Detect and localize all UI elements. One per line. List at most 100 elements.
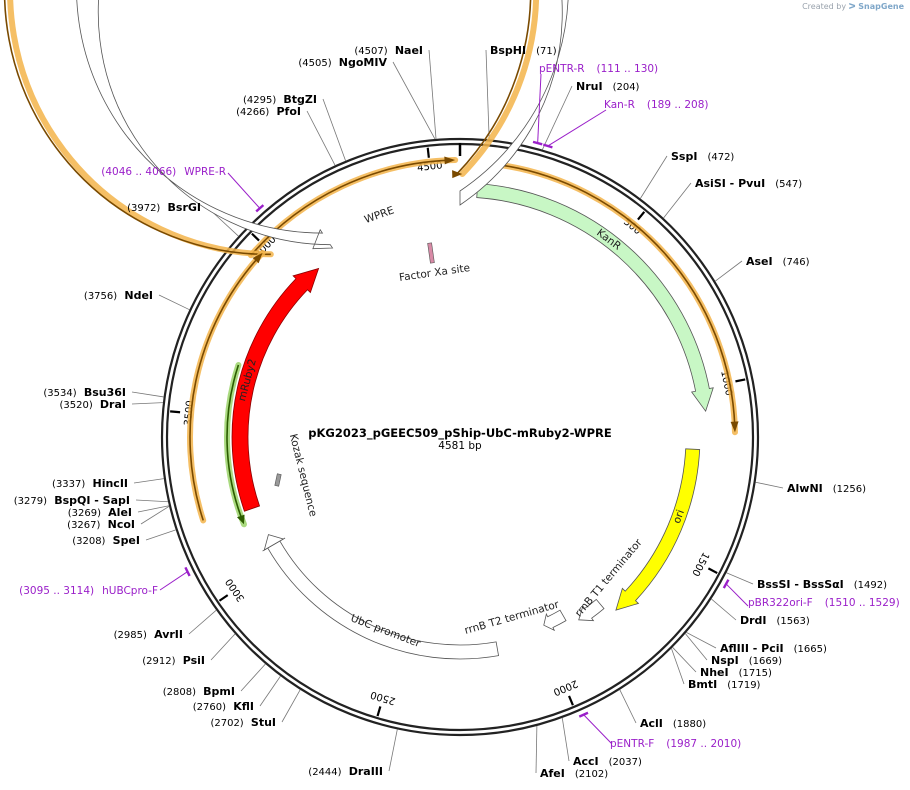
tick-2500 [376,706,382,717]
enzyme-draiii[interactable]: (2444) DraIII [308,765,383,778]
enzyme-alei[interactable]: (3269) AleI [68,506,132,519]
tick-label-2000: 2000 [551,677,579,697]
enzyme-kfli[interactable]: (2760) KflI [193,700,254,713]
primer-name: Kan-R [604,99,635,111]
primer-pentr-f[interactable]: pENTR-F(1987 .. 2010) [578,711,741,750]
enzyme-btgzi[interactable]: (4295) BtgZI [243,93,317,106]
primer-name: pBR322ori-F [748,597,813,609]
feature-factor-xa[interactable]: Factor Xa site [398,242,471,284]
enzyme-ngomiv[interactable]: (4505) NgoMIV [298,56,387,69]
enzyme-position: (1715) [739,668,772,679]
kanr-arrow [476,183,714,413]
enzyme-naei[interactable]: (4507) NaeI [354,44,423,57]
feature-kanr[interactable]: KanR [476,183,714,413]
enzyme-position: (3267) [67,520,103,531]
enzyme-position: (4507) [354,46,390,57]
enzyme-nhei[interactable]: NheI(1715) [700,666,772,679]
enzyme-ncoi[interactable]: (3267) NcoI [67,518,135,531]
feature-rrnb-t1[interactable]: rrnB T1 terminator [573,536,645,622]
enzyme-stui[interactable]: (2702) StuI [210,716,276,729]
enzyme-bspqi-sapi[interactable]: (3279) BspQI - SapI [14,494,130,507]
enzyme-bmti[interactable]: BmtI(1719) [688,678,761,691]
ubc-head [263,534,285,551]
enzyme-hincii[interactable]: (3337) HincII [52,477,128,490]
enzyme-leader [210,633,236,661]
enzyme-psii[interactable]: (2912) PsiI [142,654,205,667]
enzyme-label: NspI(1669) [711,654,782,667]
enzyme-bsssi-bsss-i[interactable]: BssSI - BssSαI(1492) [757,578,887,591]
feature-kozak[interactable]: Kozak sequence [274,433,319,518]
primer-pbr322ori-f[interactable]: pBR322ori-F(1510 .. 1529) [722,579,900,609]
tick-label-1500: 1500 [689,550,711,578]
feature-rrnb-t2[interactable]: rrnB T2 terminator [463,598,567,637]
enzyme-leader [685,633,708,661]
enzyme-name: PsiI [183,654,205,667]
primer-mark [184,566,191,577]
primer-hubcpro-f[interactable]: (3095 .. 3114)hUBCpro-F [19,566,191,597]
enzyme-leader [137,505,170,513]
feature-ubc-promoter[interactable]: UbC promoter [262,534,500,660]
enzyme-drdi[interactable]: DrdI(1563) [740,614,810,627]
enzyme-name: PfoI [277,105,302,118]
rrnb-t2-arrow [543,609,567,632]
feature-ori[interactable]: ori [615,448,701,611]
primer-range: (111 .. 130) [597,63,659,75]
enzyme-pfoi[interactable]: (4266) PfoI [236,105,301,118]
enzyme-nspi[interactable]: NspI(1669) [711,654,782,667]
enzyme-drai[interactable]: (3520) DraI [59,398,126,411]
enzyme-label: (3279) BspQI - SapI [14,494,130,507]
enzyme-ndei[interactable]: (3756) NdeI [84,289,153,302]
primer-kan-r[interactable]: Kan-R(189 .. 208) [542,99,709,149]
enzyme-position: (2912) [142,656,178,667]
enzyme-afliii-pcii[interactable]: AflIII - PciI(1665) [720,642,827,655]
primer-mark [532,140,543,146]
enzyme-position: (3279) [14,496,50,507]
enzyme-afei[interactable]: AfeI(2102) [540,767,608,780]
enzyme-position: (1492) [854,580,887,591]
enzyme-label: (4266) PfoI [236,105,301,118]
enzyme-position: (204) [613,82,640,93]
enzyme-bsrgi[interactable]: (3972) BsrGI [127,201,201,214]
enzyme-name: AvrII [154,628,183,641]
enzyme-leader [188,609,217,635]
green-arc-left-head [237,514,245,525]
enzyme-position: (1665) [794,644,827,655]
ori-arrow [615,448,701,611]
enzyme-spei[interactable]: (3208) SpeI [72,534,140,547]
enzyme-position: (1719) [727,680,760,691]
enzyme-label: BssSI - BssSαI(1492) [757,578,887,591]
enzyme-name: NcoI [108,518,135,531]
snapgene-logo-icon: ᐳ [848,2,856,11]
enzyme-labels: (4507) NaeI(4505) NgoMIVBspHI(71)NruI(20… [14,44,887,780]
enzyme-label: (3534) Bsu36I [43,386,126,399]
enzyme-name: NaeI [395,44,423,57]
enzyme-asei[interactable]: AseI(746) [746,255,810,268]
enzyme-avrii[interactable]: (2985) AvrII [114,628,183,641]
enzyme-bpmi[interactable]: (2808) BpmI [163,685,235,698]
primer-leader [583,714,613,745]
enzyme-leader [388,729,398,772]
enzyme-asisi-pvui[interactable]: AsiSI - PvuI(547) [695,177,802,190]
primer-pentr-r[interactable]: pENTR-R(111 .. 130) [532,63,659,146]
enzyme-acli[interactable]: AclI(1880) [640,717,706,730]
enzyme-leader [140,505,170,525]
enzyme-bsphi[interactable]: BspHI(71) [490,44,557,57]
enzyme-leader [240,663,266,692]
enzyme-position: (1669) [749,656,782,667]
enzyme-leader [714,260,743,282]
enzyme-nrui[interactable]: NruI(204) [576,80,640,93]
enzyme-acci[interactable]: AccI(2037) [573,755,642,768]
enzyme-position: (3337) [52,479,88,490]
enzyme-leader [259,675,281,707]
primer-leader [159,571,188,591]
tick-4500 [426,147,430,158]
primer-wpre-r[interactable]: (4046 .. 4066)WPRE-R [101,166,265,213]
enzyme-leader [542,85,573,150]
enzyme-leader [663,182,692,219]
enzyme-bsu36i[interactable]: (3534) Bsu36I [43,386,126,399]
enzyme-sspi[interactable]: SspI(472) [671,150,734,163]
enzyme-alwni[interactable]: AlwNI(1256) [787,482,866,495]
enzyme-name: KflI [233,700,254,713]
enzyme-name: AsiSI - PvuI [695,177,765,190]
enzyme-name: AseI [746,255,773,268]
